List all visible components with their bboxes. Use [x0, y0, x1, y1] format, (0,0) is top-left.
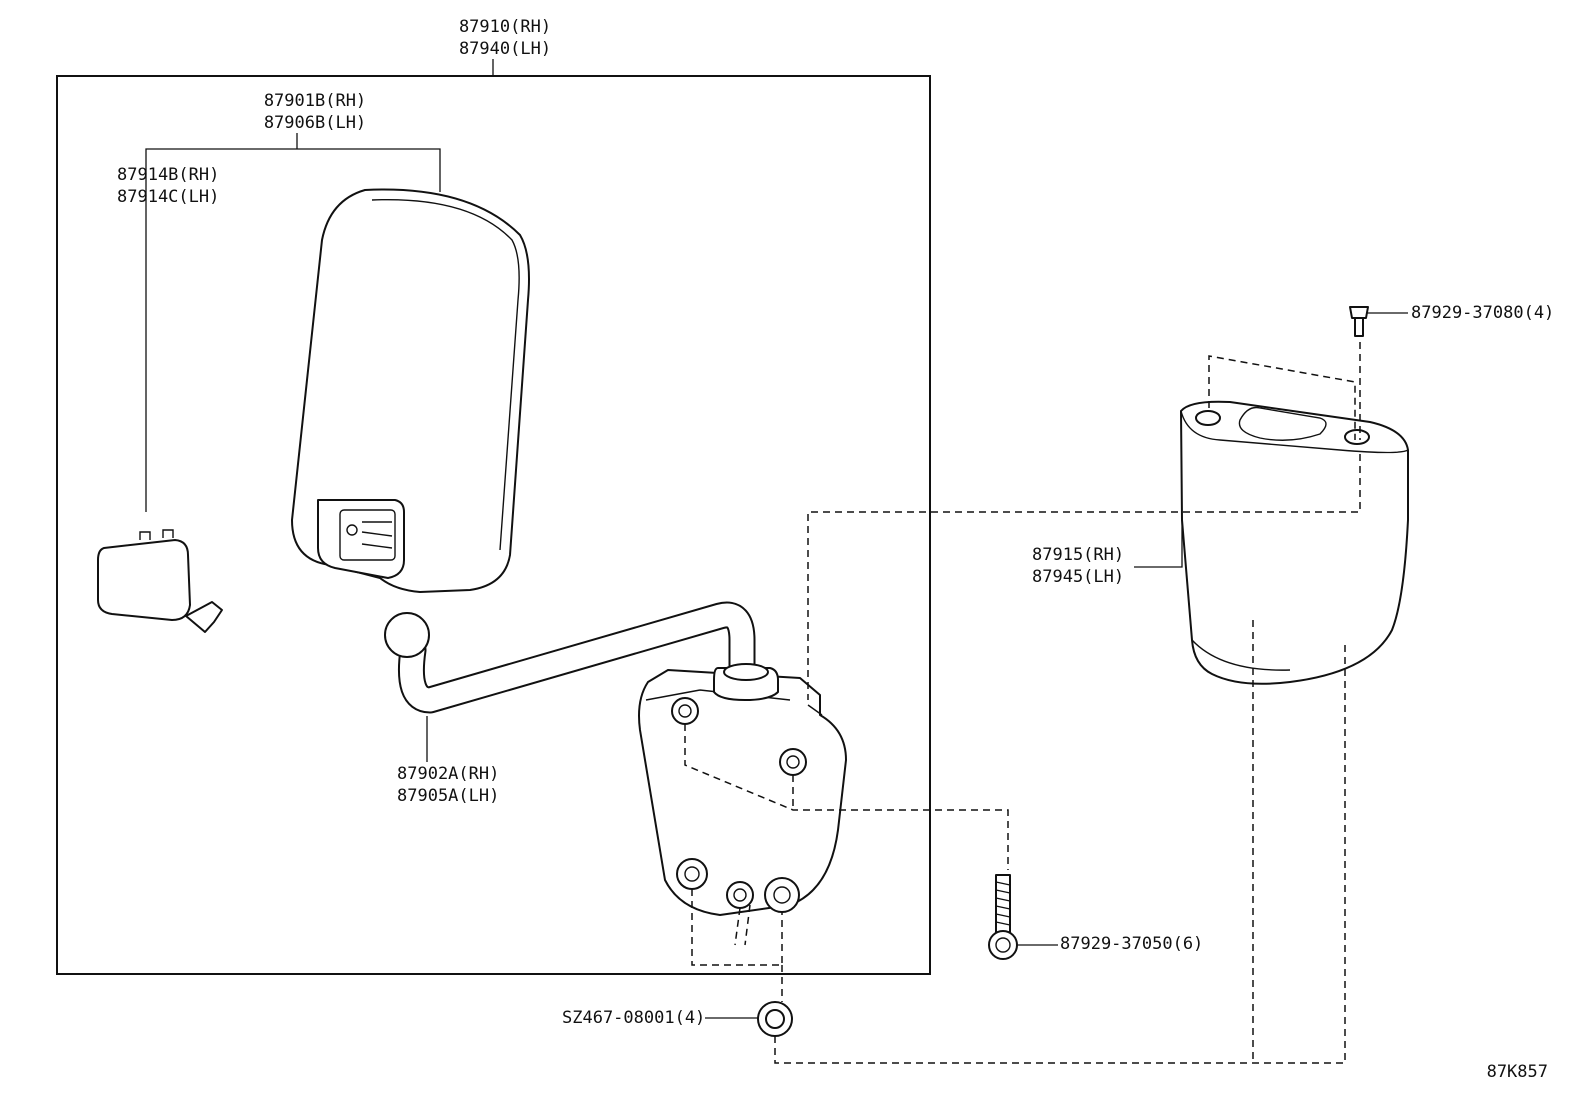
- alignment-lines: [684, 342, 1361, 1064]
- cover-label: 87914B(RH) 87914C(LH): [117, 165, 219, 207]
- assembly-label-lh: 87940(LH): [459, 39, 551, 59]
- bolt-label: 87929-37050(6): [1060, 934, 1203, 954]
- arm-label-rh: 87902A(RH): [397, 764, 499, 784]
- mirror-cover: [97, 529, 223, 633]
- arm-label-lh: 87905A(LH): [397, 786, 499, 806]
- bracket-cover-label-rh: 87915(RH): [1032, 545, 1124, 565]
- mirror-label-lh: 87906B(LH): [264, 113, 366, 133]
- figure-code: 87K857: [1487, 1062, 1548, 1082]
- mirror-label: 87901B(RH) 87906B(LH): [264, 91, 366, 133]
- mirror-label-rh: 87901B(RH): [264, 91, 366, 111]
- arm-label: 87902A(RH) 87905A(LH): [397, 764, 499, 806]
- bracket-cover-label-lh: 87945(LH): [1032, 567, 1124, 587]
- nut: [757, 1001, 793, 1037]
- cover-label-rh: 87914B(RH): [117, 165, 219, 185]
- assembly-label-rh: 87910(RH): [459, 17, 551, 37]
- bracket-cover-label: 87915(RH) 87945(LH): [1032, 545, 1124, 587]
- mounting-bracket: [638, 663, 847, 916]
- mirror-head: [291, 188, 530, 593]
- bolt: [988, 874, 1018, 960]
- mirror-arm: [384, 601, 756, 714]
- screw-small-label: 87929-37080(4): [1411, 303, 1554, 323]
- nut-label: SZ467-08001(4): [562, 1008, 705, 1028]
- cover-label-lh: 87914C(LH): [117, 187, 219, 207]
- bracket-cover: [1180, 400, 1409, 685]
- small-screw: [1349, 306, 1369, 337]
- assembly-label: 87910(RH) 87940(LH): [459, 17, 551, 59]
